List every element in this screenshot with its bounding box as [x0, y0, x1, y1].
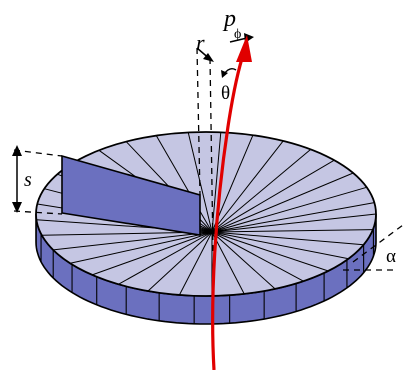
sector-line [211, 231, 349, 260]
sector-line [70, 231, 213, 264]
label-theta: θ [221, 83, 230, 104]
sector-line [211, 231, 276, 290]
sector-line [178, 231, 213, 296]
step-face [61, 154, 201, 236]
sector-line [211, 231, 245, 295]
sector-line [92, 231, 213, 276]
sector-line [211, 140, 284, 233]
theta-arrowhead [221, 70, 228, 78]
sector-line [211, 202, 375, 233]
sector-line [211, 231, 304, 282]
s-dimension-arrow [12, 145, 22, 213]
label-p: p [222, 6, 236, 32]
sector-line [147, 231, 213, 292]
label-phi-subscript: ϕ [234, 27, 241, 42]
label-alpha: α [386, 246, 396, 267]
sector-line [155, 135, 213, 233]
label-s: s [24, 169, 32, 191]
sector-line [211, 231, 364, 246]
trajectory-ray [211, 51, 246, 370]
sector-line [211, 159, 335, 233]
sector-line [211, 231, 329, 272]
label-r: r [196, 30, 205, 55]
sector-line [211, 132, 222, 233]
sector-line [211, 149, 312, 233]
sector-line [211, 186, 367, 233]
dashed-guides [13, 47, 404, 271]
sector-line [211, 229, 373, 233]
sector-line [118, 231, 213, 285]
sector-line [211, 172, 354, 233]
trajectory-arrowhead [236, 35, 252, 62]
sector-line [53, 231, 213, 251]
r-dimension-arrow [196, 47, 214, 62]
sector-line [211, 213, 377, 233]
